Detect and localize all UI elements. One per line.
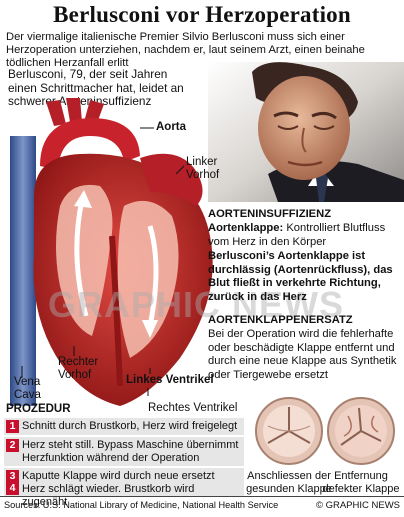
footer: Sources: U.S. National Library of Medici… <box>0 496 404 517</box>
insuff-defect: Berlusconi’s Aortenklappe ist durchlässi… <box>208 250 393 303</box>
subtitle: Der viermalige italienische Premier Silv… <box>6 31 365 69</box>
label-rechtes-ventrikel: Rechtes Ventrikel <box>148 402 238 414</box>
step-text: Kaputte Klappe wird durch neue ersetzt <box>22 470 215 482</box>
credit: © GRAPHIC NEWS <box>315 500 400 511</box>
step-number: 2 <box>6 439 19 452</box>
label-rechter-vorhof: Rechter Vorhof <box>58 356 99 381</box>
step-text: Schnitt durch Brustkorb, Herz wird freig… <box>22 420 238 432</box>
insuff-klappe-bold: Aortenklappe: <box>208 222 284 234</box>
step-text: Herz steht still. Bypass Maschine überni… <box>22 439 239 464</box>
heart-illustration <box>10 98 213 406</box>
step-text: Herz schlägt wieder. Brustkorb wird zuge… <box>22 483 195 508</box>
ersatz-text: Bei der Operation wird die fehlerhafte o… <box>208 328 397 381</box>
step-number: 3 <box>6 470 19 483</box>
label-linker-vorhof: Linker Vorhof <box>186 156 220 181</box>
valve-healthy-illustration <box>255 397 323 465</box>
valve-defect-caption: Entfernung defekter Klappe <box>322 470 400 495</box>
insuff-klappe: Aortenklappe: Kontrolliert Blutfluss vom… <box>208 222 400 249</box>
step-number: 1 <box>6 420 19 433</box>
page-title: Berlusconi vor Herzoperation <box>53 2 351 27</box>
valve-defect-illustration <box>327 397 395 465</box>
watermark: GRAPHIC NEWS <box>48 284 345 325</box>
ersatz-heading: AORTENKLAPPENERSATZ <box>208 314 353 326</box>
label-aorta: Aorta <box>156 121 187 133</box>
sources: Sources: U.S. National Library of Medici… <box>4 500 279 510</box>
procedure-title: PROZEDUR <box>6 403 71 415</box>
valve-healthy-caption: Anschliessen der gesunden Klappe <box>246 470 332 495</box>
label-linkes-ventrikel: Linkes Ventrikel <box>126 374 214 386</box>
step-number: 4 <box>6 482 19 495</box>
insuff-klappe-text: Kontrolliert Blutfluss vom Herz in den K… <box>208 222 386 248</box>
insuff-heading: AORTENINSUFFIZIENZ <box>208 208 332 220</box>
label-vena-cava: Vena Cava <box>14 376 41 401</box>
portrait-photo <box>208 62 404 202</box>
